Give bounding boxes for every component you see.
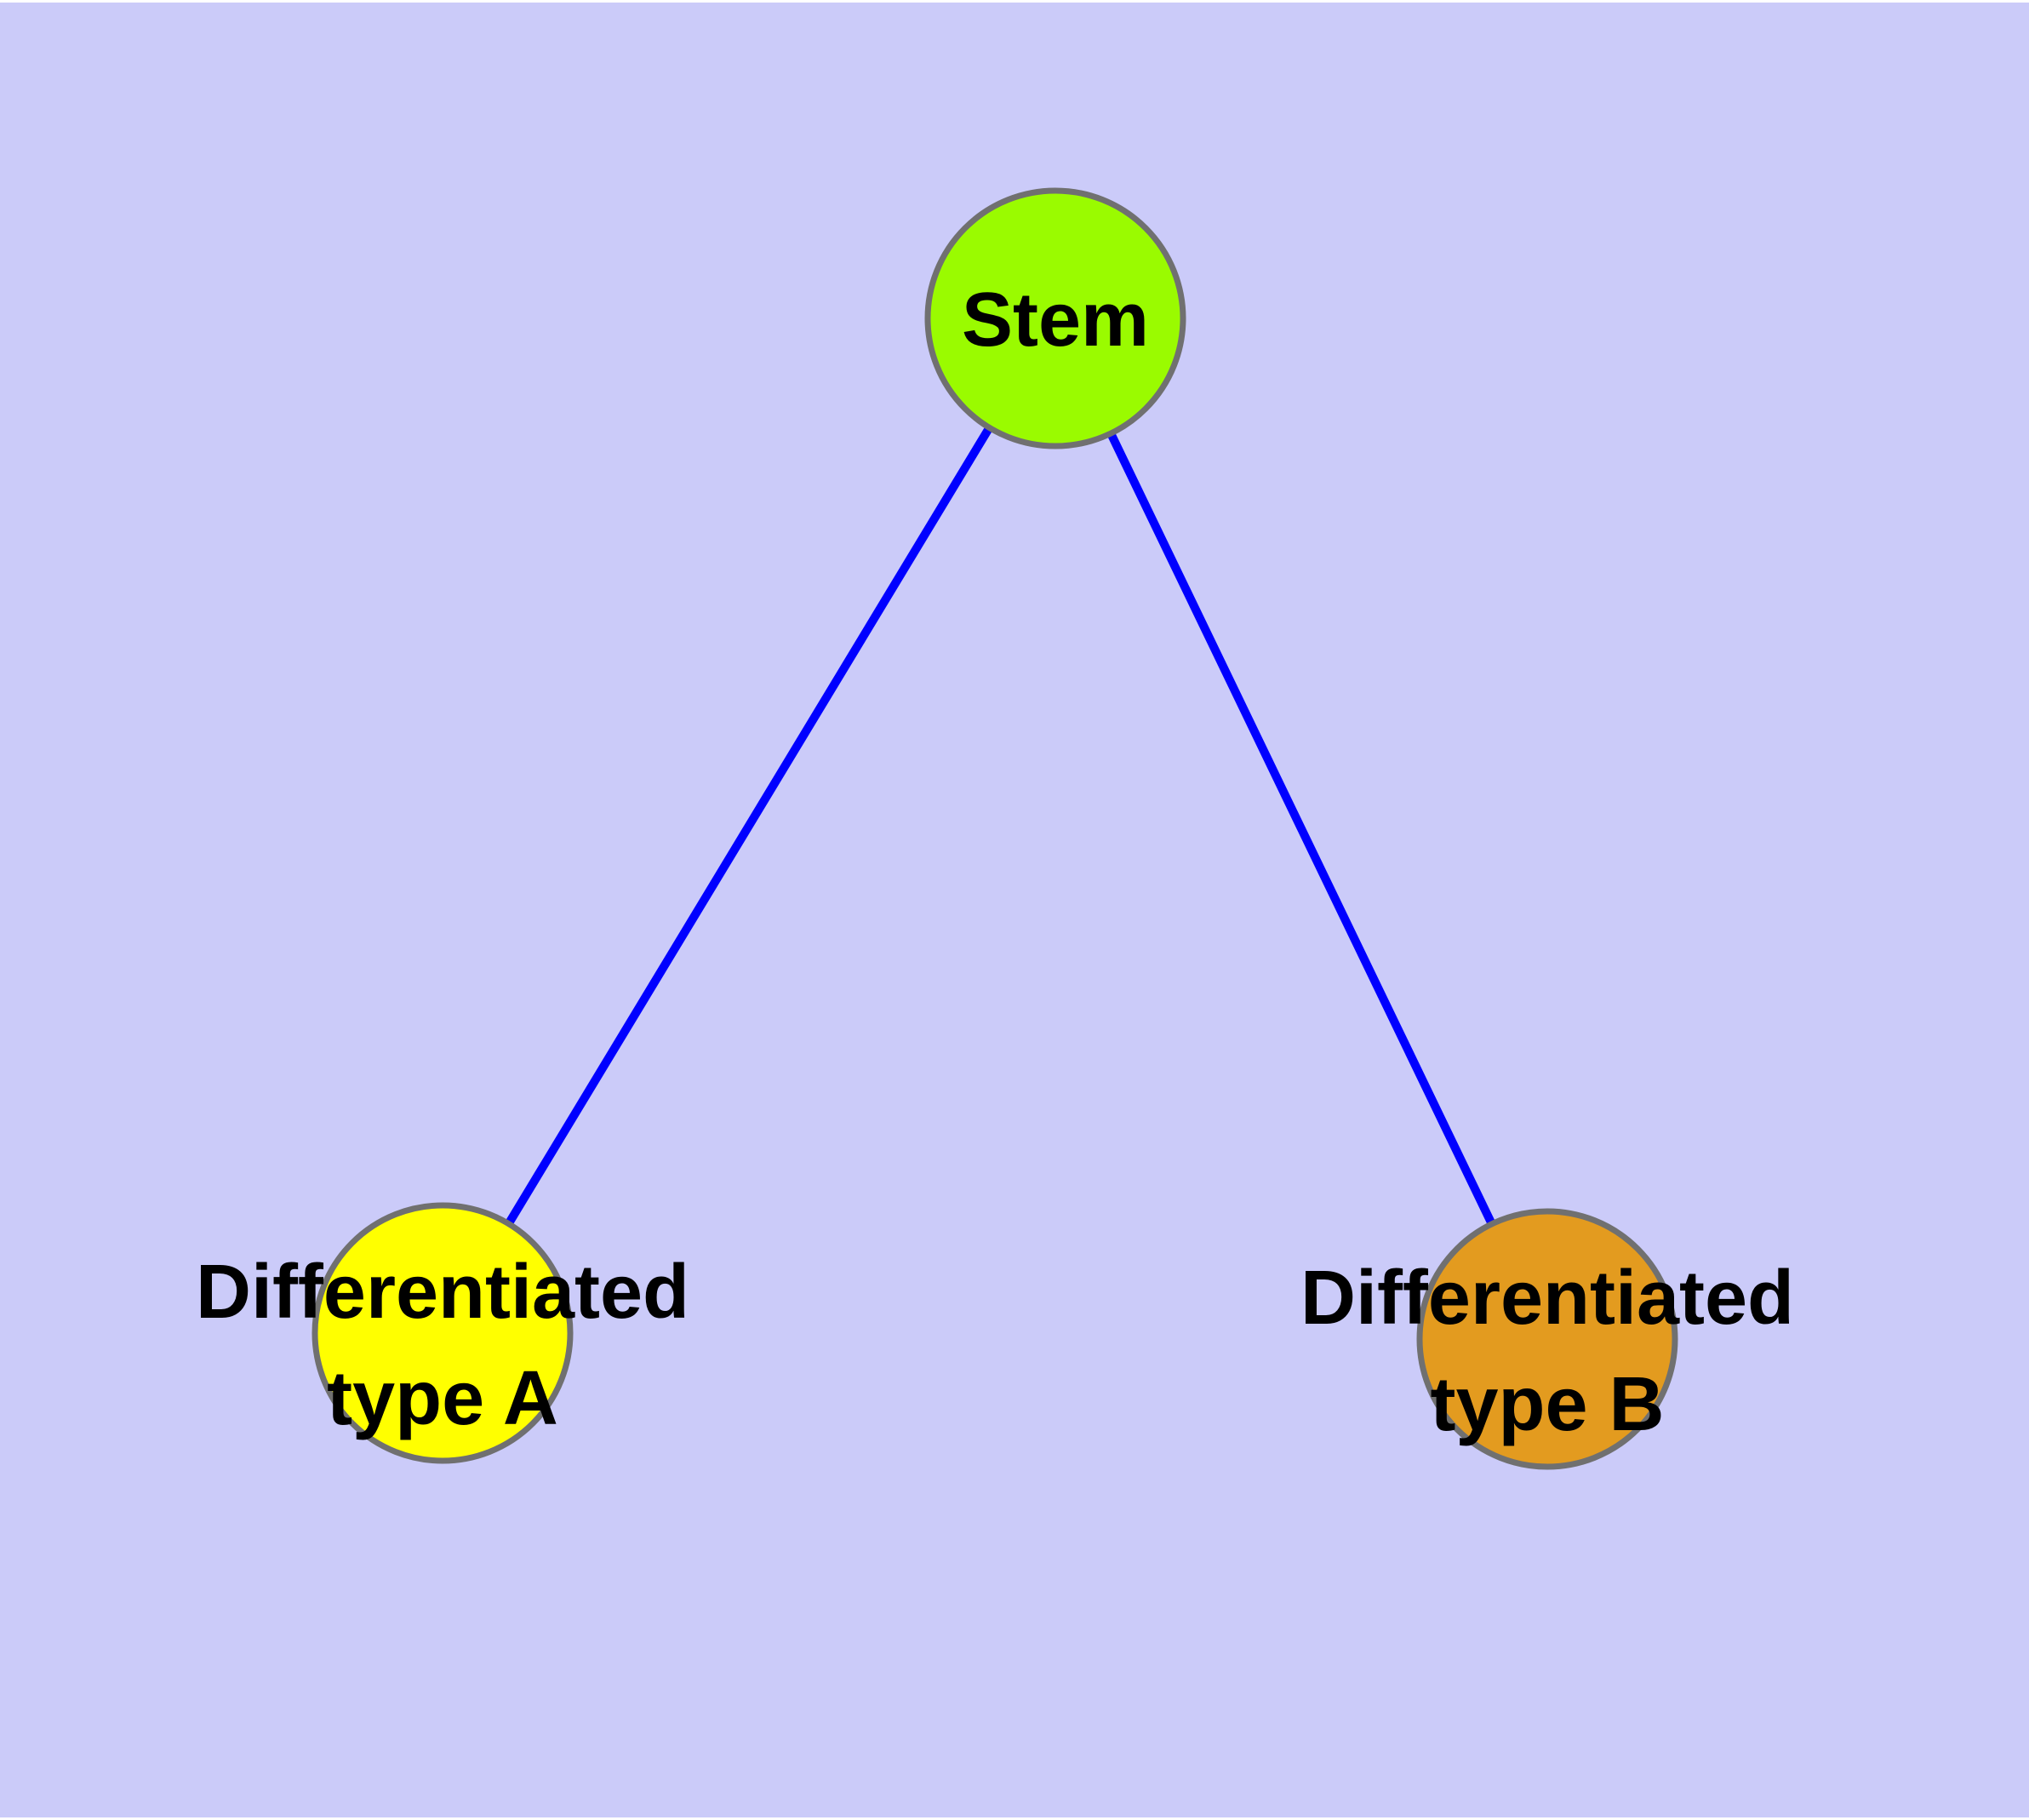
node-type-a-circle (311, 1202, 574, 1464)
node-type-b-label-line1: Differentiated (1300, 1256, 1794, 1341)
node-stem-circle (924, 187, 1186, 449)
node-type-a-label-line1: Differentiated (196, 1250, 689, 1335)
edge-stem-to-type-b (1051, 316, 1552, 1342)
edge-stem-to-type-a (438, 316, 1060, 1336)
node-type-b-label-line2: type B (1430, 1362, 1664, 1447)
node-stem-label: Stem (962, 278, 1149, 363)
node-type-a-label-line2: type A (327, 1356, 558, 1441)
node-type-b-circle (1416, 1208, 1678, 1470)
